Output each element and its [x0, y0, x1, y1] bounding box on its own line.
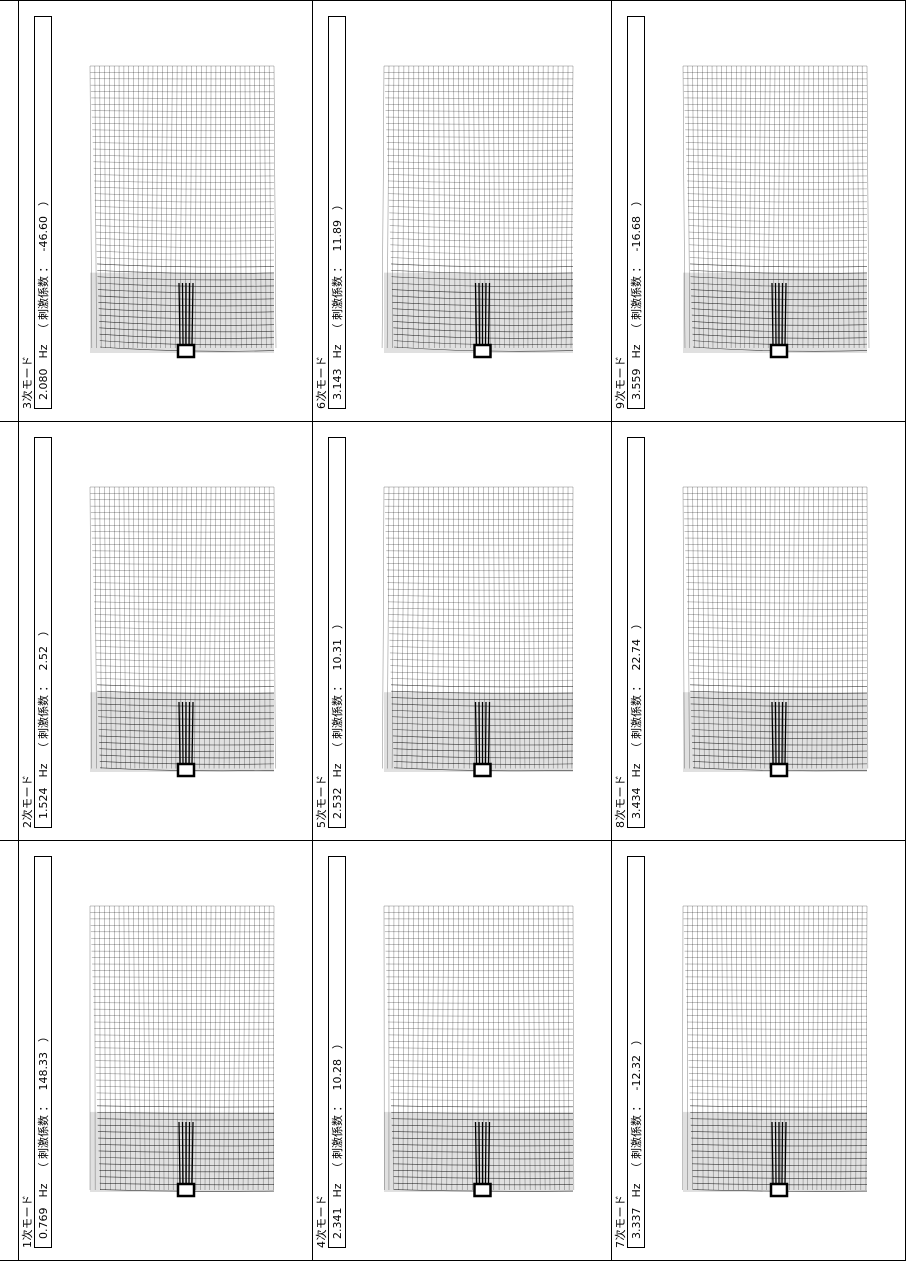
mode-shape-figure — [78, 481, 282, 790]
coefficient-value: -16.68 — [629, 215, 643, 252]
coefficient-close: ） — [629, 194, 643, 206]
coefficient-label: （ 刺激係数 ： — [330, 680, 344, 754]
mode-shape-figure — [671, 900, 875, 1210]
mode-title: 3次モード — [21, 355, 34, 410]
mode-frequency: 3.559 — [629, 368, 643, 401]
frequency-unit: Hz — [36, 344, 50, 359]
coefficient-close: ） — [330, 198, 344, 210]
frequency-unit: Hz — [629, 763, 643, 778]
mode-shape-figure — [78, 900, 282, 1210]
coefficient-close: ） — [629, 617, 643, 629]
mode-shape-figure — [78, 60, 282, 371]
coefficient-label: （ 刺激係数 ： — [330, 261, 344, 335]
mode-info-box: 3.434 Hz （ 刺激係数 ： 22.74 ） — [627, 437, 645, 828]
mode-info-box: 2.080 Hz （ 刺激係数 ： -46.60 ） — [34, 16, 52, 409]
divider-row-2-3 — [0, 840, 906, 841]
mode-frequency: 1.524 — [36, 787, 50, 820]
mode-shape-figure — [671, 60, 875, 371]
frequency-unit: Hz — [330, 344, 344, 359]
mode-frequency: 2.341 — [330, 1207, 344, 1240]
coefficient-label: （ 刺激係数 ： — [629, 261, 643, 335]
mode-frequency: 3.143 — [330, 368, 344, 401]
mode-frequency: 3.337 — [629, 1207, 643, 1240]
divider-top — [0, 0, 906, 1]
coefficient-value: -46.60 — [36, 215, 50, 252]
coefficient-value: 2.52 — [36, 645, 50, 671]
mode-shape-figure — [372, 900, 581, 1210]
coefficient-close: ） — [330, 1037, 344, 1049]
mode-title: 4次モード — [315, 1194, 328, 1249]
mesh-deformation-figure — [89, 905, 275, 1198]
coefficient-label: （ 刺激係数 ： — [330, 1100, 344, 1174]
mode-shape-figure — [671, 481, 875, 790]
frequency-unit: Hz — [330, 1183, 344, 1198]
coefficient-close: ） — [36, 624, 50, 636]
divider-left — [18, 0, 19, 1261]
mode-title: 7次モード — [614, 1194, 627, 1249]
coefficient-value: 22.74 — [629, 638, 643, 671]
coefficient-value: 10.31 — [330, 638, 344, 671]
coefficient-label: （ 刺激係数 ： — [629, 680, 643, 754]
divider-strip-2-3 — [611, 0, 612, 1261]
mesh-deformation-figure — [682, 486, 869, 778]
coefficient-label: （ 刺激係数 ： — [629, 1100, 643, 1174]
coefficient-value: 148.33 — [36, 1051, 50, 1091]
mode-shape-figure — [372, 481, 581, 790]
mode-frequency: 3.434 — [629, 787, 643, 820]
mesh-deformation-figure — [383, 905, 575, 1198]
frequency-unit: Hz — [330, 763, 344, 778]
mode-info-box: 0.769 Hz （ 刺激係数 ： 148.33 ） — [34, 856, 52, 1248]
frequency-unit: Hz — [629, 1183, 643, 1198]
mode-shape-figure — [372, 60, 581, 371]
coefficient-label: （ 刺激係数 ： — [36, 1100, 50, 1174]
mode-frequency: 2.080 — [36, 368, 50, 401]
mode-info-box: 3.143 Hz （ 刺激係数 ： 11.89 ） — [328, 16, 346, 409]
mode-title: 5次モード — [315, 774, 328, 829]
coefficient-value: 11.89 — [330, 219, 344, 252]
coefficient-close: ） — [36, 194, 50, 206]
mesh-deformation-figure — [89, 486, 276, 778]
mode-info-box: 2.341 Hz （ 刺激係数 ： 10.28 ） — [328, 856, 346, 1248]
mesh-deformation-figure — [682, 65, 870, 359]
mode-title: 2次モード — [21, 774, 34, 829]
coefficient-label: （ 刺激係数 ： — [36, 261, 50, 335]
coefficient-close: ） — [330, 617, 344, 629]
mesh-deformation-figure — [381, 65, 574, 359]
mode-info-box: 3.559 Hz （ 刺激係数 ： -16.68 ） — [627, 16, 645, 409]
mode-frequency: 0.769 — [36, 1207, 50, 1240]
mode-title: 8次モード — [614, 774, 627, 829]
coefficient-close: ） — [629, 1033, 643, 1045]
mode-title: 6次モード — [315, 355, 328, 410]
mesh-deformation-figure — [89, 65, 277, 359]
coefficient-close: ） — [36, 1030, 50, 1042]
mode-info-box: 3.337 Hz （ 刺激係数 ： -12.32 ） — [627, 856, 645, 1248]
frequency-unit: Hz — [36, 763, 50, 778]
divider-row-1-2 — [0, 421, 906, 422]
mesh-deformation-figure — [382, 486, 574, 778]
coefficient-value: 10.28 — [330, 1058, 344, 1091]
mode-info-box: 2.532 Hz （ 刺激係数 ： 10.31 ） — [328, 437, 346, 828]
mode-title: 9次モード — [614, 355, 627, 410]
divider-strip-1-2 — [312, 0, 313, 1261]
mode-frequency: 2.532 — [330, 787, 344, 820]
frequency-unit: Hz — [629, 344, 643, 359]
coefficient-label: （ 刺激係数 ： — [36, 680, 50, 754]
mode-title: 1次モード — [21, 1194, 34, 1249]
frequency-unit: Hz — [36, 1183, 50, 1198]
mesh-deformation-figure — [682, 905, 868, 1198]
coefficient-value: -12.32 — [629, 1054, 643, 1091]
mode-info-box: 1.524 Hz （ 刺激係数 ： 2.52 ） — [34, 437, 52, 828]
